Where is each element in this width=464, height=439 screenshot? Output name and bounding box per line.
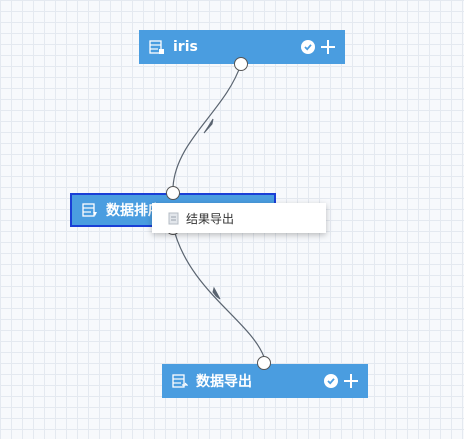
check-icon[interactable] bbox=[324, 374, 338, 388]
output-port[interactable] bbox=[234, 57, 248, 71]
check-icon[interactable] bbox=[301, 40, 315, 54]
menu-item-label: 结果导出 bbox=[186, 211, 235, 226]
context-menu: 结果导出 bbox=[152, 203, 326, 233]
add-icon[interactable] bbox=[321, 40, 335, 54]
input-port[interactable] bbox=[257, 356, 271, 370]
node-iris[interactable]: iris bbox=[139, 30, 345, 64]
edge-arrow-icon bbox=[203, 118, 214, 134]
table-export-icon bbox=[172, 374, 188, 388]
node-label: iris bbox=[173, 39, 198, 55]
export-file-icon bbox=[168, 212, 179, 224]
add-icon[interactable] bbox=[344, 374, 358, 388]
table-sort-icon bbox=[82, 203, 97, 217]
edge-iris-to-sort[interactable] bbox=[172, 63, 242, 188]
table-lock-icon bbox=[149, 40, 164, 54]
edge-sort-to-export[interactable] bbox=[172, 225, 265, 358]
edge-arrow-icon bbox=[212, 286, 221, 300]
node-label: 数据导出 bbox=[196, 374, 252, 390]
menu-item-export-result[interactable]: 结果导出 bbox=[152, 203, 326, 233]
input-port[interactable] bbox=[166, 186, 180, 200]
node-label: 数据排序 bbox=[106, 203, 162, 219]
